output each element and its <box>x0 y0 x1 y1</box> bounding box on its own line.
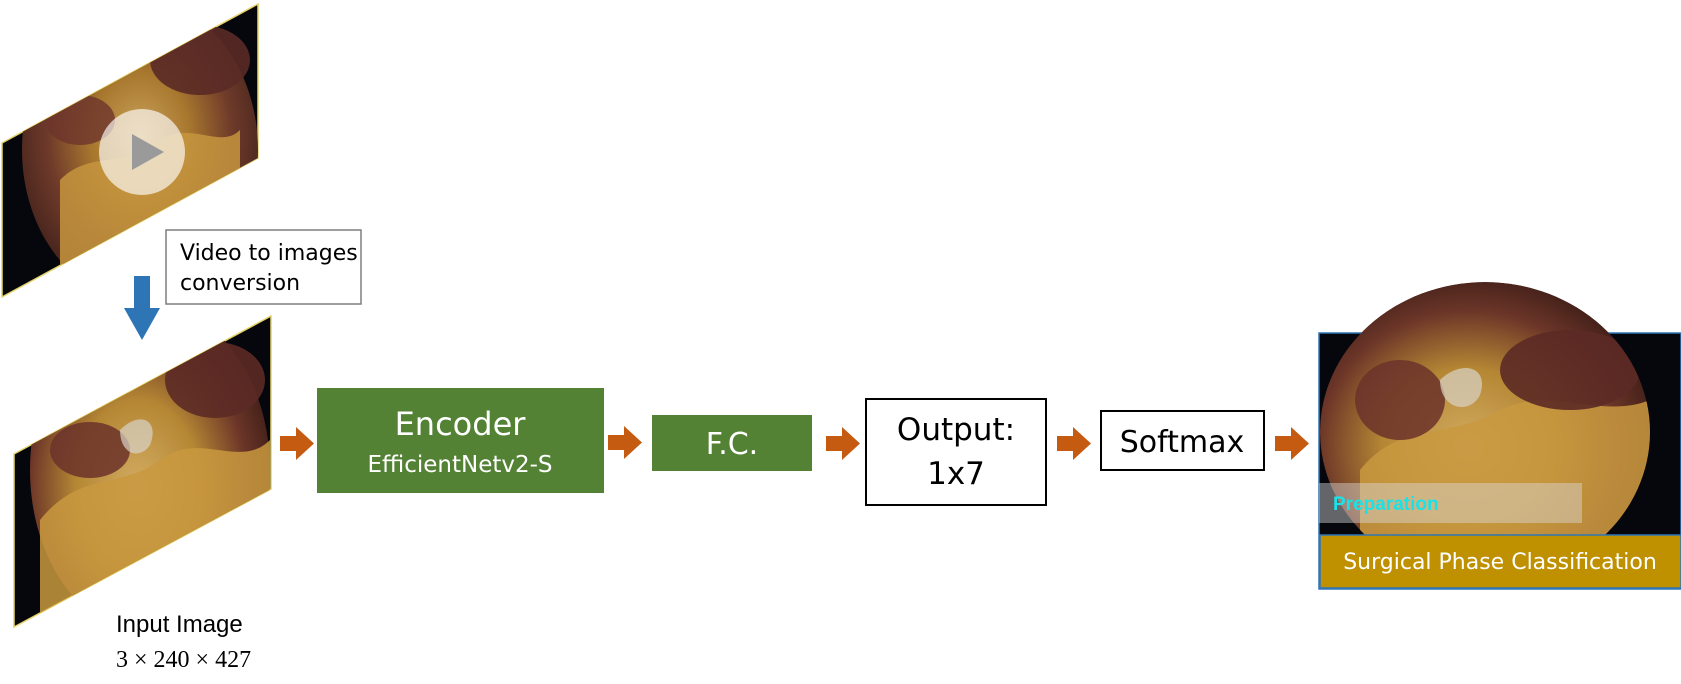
down-arrow-icon <box>124 276 160 340</box>
arrow-right-icon <box>1275 427 1309 460</box>
output-line1: Output: <box>897 412 1015 448</box>
phase-label: Preparation <box>1333 494 1439 515</box>
play-icon[interactable] <box>99 109 185 195</box>
fc-label: F.C. <box>706 427 758 462</box>
encoder-title: Encoder <box>395 405 527 443</box>
encoder-subtitle: EfficientNetv2-S <box>367 452 552 478</box>
phase-label-banner <box>1319 483 1582 523</box>
conversion-label-line1: Video to images <box>180 241 358 266</box>
conversion-label-box: Video to images conversion <box>165 229 362 305</box>
arrow-right-icon <box>826 427 860 460</box>
conversion-label-line2: conversion <box>180 271 300 296</box>
output-block: Output: 1x7 <box>865 398 1047 506</box>
softmax-block: Softmax <box>1100 410 1265 471</box>
arrow-right-icon <box>608 426 642 459</box>
output-line2: 1x7 <box>927 456 985 492</box>
caption-text: Surgical Phase Classification <box>1343 550 1657 575</box>
softmax-label: Softmax <box>1120 425 1245 460</box>
fc-block: F.C. <box>652 415 812 471</box>
input-image-frame <box>13 314 272 629</box>
arrow-right-icon <box>280 427 314 460</box>
classification-caption: Surgical Phase Classification <box>1319 534 1681 589</box>
input-image-title: Input Image <box>116 611 243 638</box>
encoder-block: Encoder EfficientNetv2-S <box>317 388 604 493</box>
arrow-right-icon <box>1057 427 1091 460</box>
input-image-dims: 3 × 240 × 427 <box>116 647 251 673</box>
